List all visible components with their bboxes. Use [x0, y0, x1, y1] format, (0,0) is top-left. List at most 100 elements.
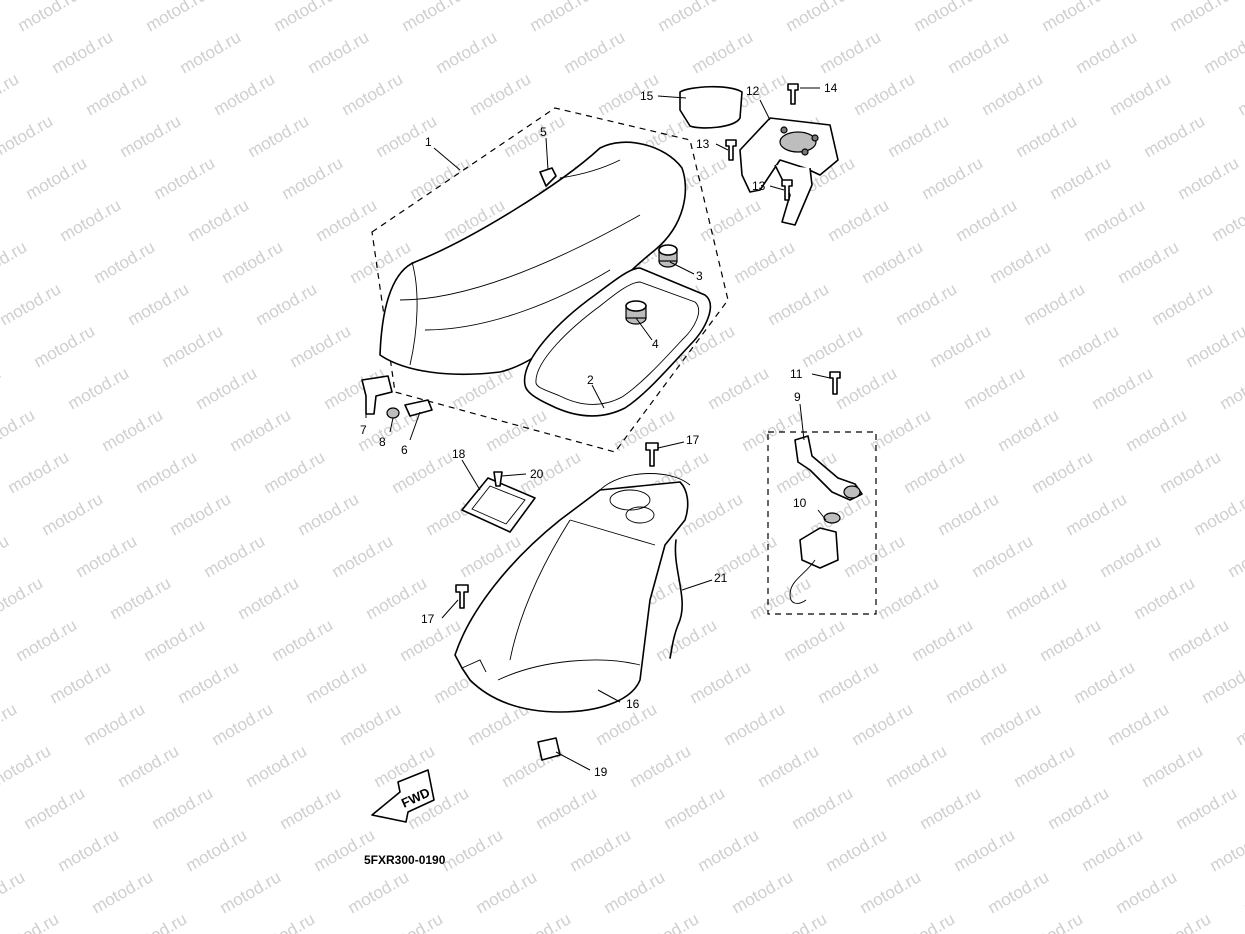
watermark-text: motod.ru — [927, 321, 995, 371]
watermark-text: motod.ru — [141, 615, 209, 665]
watermark-text: motod.ru — [825, 195, 893, 245]
watermark-text: motod.ru — [13, 615, 81, 665]
watermark-text: motod.ru — [399, 0, 467, 35]
watermark-text: motod.ru — [149, 783, 217, 833]
watermark-text: motod.ru — [0, 531, 12, 581]
callout-6: 6 — [401, 443, 408, 457]
watermark-text: motod.ru — [781, 615, 849, 665]
watermark-text: motod.ru — [73, 531, 141, 581]
watermark-text: motod.ru — [167, 489, 235, 539]
callout-9: 9 — [794, 390, 801, 404]
leader-lines — [365, 87, 831, 771]
watermark-text: motod.ru — [1183, 321, 1245, 371]
watermark-text: motod.ru — [1123, 405, 1191, 455]
watermark-text: motod.ru — [1157, 447, 1225, 497]
watermark-text: motod.ru — [601, 867, 669, 917]
watermark-text: motod.ru — [655, 0, 723, 35]
watermark-text: motod.ru — [1235, 69, 1245, 119]
watermark-text: motod.ru — [89, 867, 157, 917]
watermark-text: motod.ru — [627, 741, 695, 791]
watermark-text: motod.ru — [253, 279, 321, 329]
carrier-bolt-13-lower — [781, 179, 793, 201]
callout-18: 18 — [452, 447, 466, 461]
watermark-text: motod.ru — [0, 405, 38, 455]
callout-20: 20 — [530, 467, 544, 481]
trim-damper — [625, 300, 647, 325]
lid-screw — [493, 471, 503, 487]
watermark-text: motod.ru — [1131, 573, 1199, 623]
watermark-text: motod.ru — [0, 741, 54, 791]
watermark-text: motod.ru — [567, 825, 635, 875]
watermark-text: motod.ru — [945, 27, 1013, 77]
callout-12: 12 — [746, 84, 760, 98]
watermark-text: motod.ru — [817, 27, 885, 77]
watermark-text: motod.ru — [653, 615, 721, 665]
watermark-text: motod.ru — [823, 825, 891, 875]
watermark-text: motod.ru — [1081, 195, 1149, 245]
watermark-text: motod.ru — [277, 783, 345, 833]
watermark-text: motod.ru — [339, 69, 407, 119]
watermark-text: motod.ru — [705, 363, 773, 413]
callout-1: 1 — [425, 135, 432, 149]
callout-13-upper: 13 — [696, 137, 710, 151]
watermark-text: motod.ru — [0, 69, 22, 119]
callout-3: 3 — [696, 269, 703, 283]
watermark-text: motod.ru — [833, 363, 901, 413]
watermark-text: motod.ru — [209, 699, 277, 749]
watermark-text: motod.ru — [763, 909, 831, 934]
watermark-text: motod.ru — [219, 237, 287, 287]
callout-17-lower: 17 — [421, 612, 435, 626]
callout-16: 16 — [626, 697, 640, 711]
watermark-text: motod.ru — [1039, 0, 1107, 35]
seat-trim-seal — [523, 267, 712, 417]
watermark-text: motod.ru — [311, 825, 379, 875]
watermark-text: motod.ru — [1021, 279, 1089, 329]
watermark-text: motod.ru — [1105, 699, 1173, 749]
watermark-text: motod.ru — [911, 0, 979, 35]
watermark-text: motod.ru — [1191, 489, 1245, 539]
watermark-text: motod.ru — [271, 0, 339, 35]
watermark-text: motod.ru — [0, 909, 62, 934]
watermark-text: motod.ru — [507, 909, 575, 934]
watermark-text: motod.ru — [1079, 825, 1147, 875]
lock-bolt — [829, 371, 841, 395]
watermark-text: motod.ru — [1233, 699, 1245, 749]
watermark-text: motod.ru — [227, 405, 295, 455]
callout-15: 15 — [640, 89, 654, 103]
watermark-text: motod.ru — [175, 657, 243, 707]
watermark-text: motod.ru — [185, 195, 253, 245]
watermark-text: motod.ru — [329, 531, 397, 581]
watermark-text: motod.ru — [901, 447, 969, 497]
box-bolt-17-lower — [455, 584, 469, 609]
watermark-text: motod.ru — [789, 783, 857, 833]
watermark-text: motod.ru — [117, 111, 185, 161]
watermark-text: motod.ru — [1149, 279, 1217, 329]
diagram-code: 5FXR300-0190 — [364, 853, 446, 867]
watermark-text: motod.ru — [755, 741, 823, 791]
watermark-text: motod.ru — [1113, 867, 1181, 917]
watermark-text: motod.ru — [261, 447, 329, 497]
watermark-text: motod.ru — [1199, 657, 1245, 707]
watermark-text: motod.ru — [661, 783, 729, 833]
luggage-box — [454, 473, 691, 713]
watermark-text: motod.ru — [483, 405, 551, 455]
fwd-arrow: FWD — [371, 769, 435, 823]
watermark-text: motod.ru — [1047, 153, 1115, 203]
watermark-text: motod.ru — [867, 405, 935, 455]
watermark-text: motod.ru — [875, 573, 943, 623]
watermark-text: motod.ru — [1089, 363, 1157, 413]
watermark-text: motod.ru — [1055, 321, 1123, 371]
watermark-text: motod.ru — [0, 111, 56, 161]
watermark-text: motod.ru — [729, 867, 797, 917]
watermark-text: motod.ru — [917, 783, 985, 833]
watermark-text: motod.ru — [697, 195, 765, 245]
seat-hinge — [361, 375, 393, 415]
lock-assembly-boundary — [767, 431, 877, 615]
watermark-text: motod.ru — [201, 531, 269, 581]
watermark-text: motod.ru — [635, 909, 703, 934]
watermark-text: motod.ru — [295, 489, 363, 539]
watermark-text: motod.ru — [765, 279, 833, 329]
watermark-text: motod.ru — [1173, 783, 1241, 833]
seat — [379, 141, 687, 376]
